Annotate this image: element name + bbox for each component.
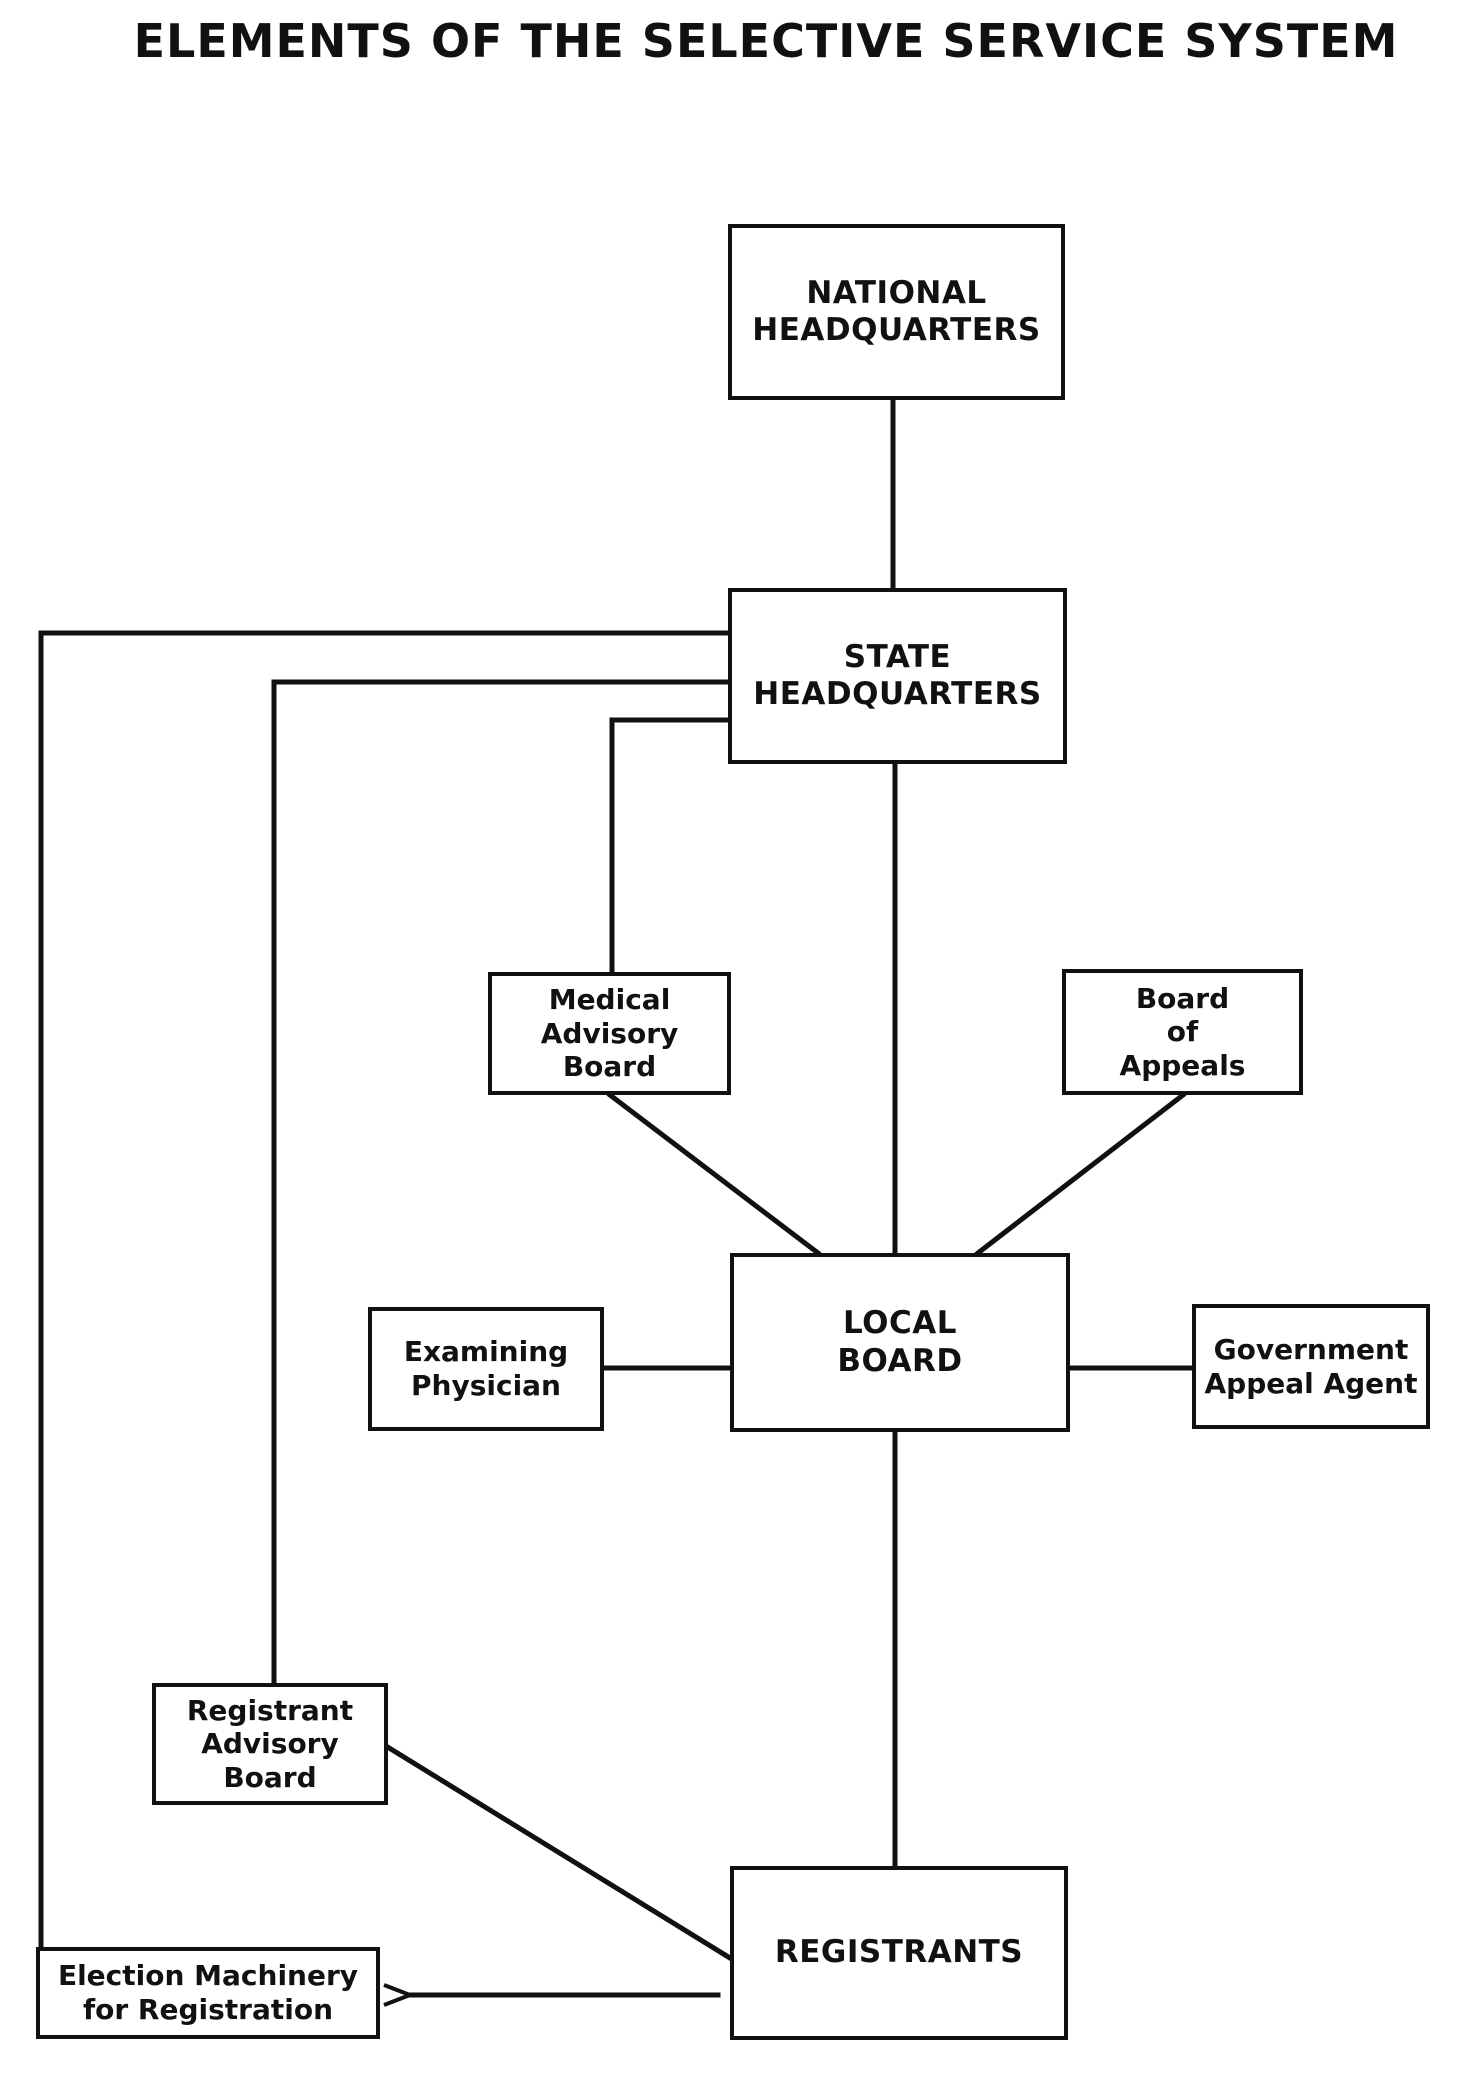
registrants-box: REGISTRANTS [730, 1866, 1068, 2040]
medical-advisory-board-box: Medical Advisory Board [488, 972, 731, 1095]
registrant-advisory-board-box: Registrant Advisory Board [152, 1683, 388, 1805]
edge-appeals-local [974, 1091, 1187, 1257]
diagram-title: ELEMENTS OF THE SELECTIVE SERVICE SYSTEM [133, 14, 1399, 68]
edge-state-medical [609, 717, 731, 975]
election-machinery-box: Election Machinery for Registration [36, 1947, 380, 2039]
edge-registrant-board-registrants [382, 1742, 734, 1962]
local-board-box: LOCAL BOARD [730, 1253, 1070, 1432]
edge-state-registrant-board [271, 679, 731, 1686]
national-headquarters-box: NATIONAL HEADQUARTERS [728, 224, 1065, 400]
government-appeal-agent-box: Government Appeal Agent [1192, 1304, 1430, 1429]
edge-state-election [38, 630, 731, 1950]
edge-medical-local [606, 1091, 822, 1257]
examining-physician-box: Examining Physician [368, 1307, 604, 1431]
state-headquarters-box: STATE HEADQUARTERS [728, 588, 1067, 764]
board-of-appeals-box: Board of Appeals [1062, 969, 1303, 1095]
